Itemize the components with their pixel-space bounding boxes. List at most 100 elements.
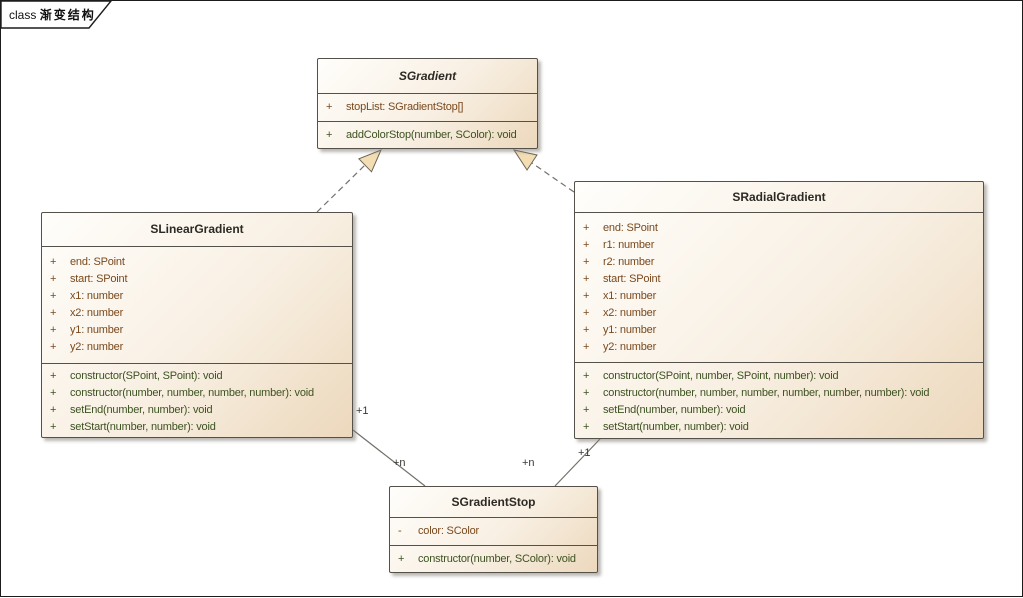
class-sradialgradient[interactable]: SRadialGradient + end: SPoint + r1: number… — [574, 181, 984, 439]
visibility-marker: + — [583, 290, 590, 302]
attributes-compartment: - color: SColor — [390, 518, 597, 546]
attribute-row: + x2: number — [575, 305, 983, 322]
attribute-row: + y2: number — [42, 339, 352, 356]
attribute-row: + y2: number — [575, 339, 983, 356]
operation-row: + setStart(number, number): void — [42, 419, 352, 436]
attribute-row: + y1: number — [42, 322, 352, 339]
class-title: SGradientStop — [390, 487, 597, 518]
visibility-marker: + — [50, 387, 57, 399]
attribute-text: x2: number — [70, 307, 124, 319]
visibility-marker: + — [583, 341, 590, 353]
visibility-marker: + — [326, 101, 333, 113]
attribute-text: start: SPoint — [70, 273, 128, 285]
class-title: SGradient — [318, 59, 537, 94]
visibility-marker: + — [583, 387, 590, 399]
diagram-tab: class 渐变结构 — [1, 1, 131, 29]
visibility-marker: + — [50, 404, 57, 416]
visibility-marker: + — [50, 290, 57, 302]
operation-text: constructor(number, number, number, numb… — [70, 387, 314, 399]
visibility-marker: + — [50, 256, 57, 268]
realization-radial-arrowhead-icon — [512, 149, 538, 171]
operation-text: setEnd(number, number): void — [70, 404, 213, 416]
realization-linear-to-gradient-line[interactable] — [316, 164, 366, 213]
attribute-row: + x1: number — [42, 288, 352, 305]
attribute-row: + start: SPoint — [42, 271, 352, 288]
class-sgradientstop[interactable]: SGradientStop - color: SColor + constructo… — [389, 486, 598, 573]
operation-text: setStart(number, number): void — [70, 421, 216, 433]
attribute-row: + r1: number — [575, 237, 983, 254]
visibility-marker: + — [398, 553, 405, 565]
diagram-name: 渐变结构 — [39, 8, 96, 22]
operation-row: + constructor(number, SColor): void — [390, 551, 597, 568]
attribute-row: + x1: number — [575, 288, 983, 305]
operation-text: setEnd(number, number): void — [603, 404, 746, 416]
attribute-row: + start: SPoint — [575, 271, 983, 288]
diagram-title: class 渐变结构 — [9, 6, 96, 23]
attributes-compartment: + end: SPoint + r1: number + r2: number + st… — [575, 213, 983, 363]
operation-text: constructor(number, SColor): void — [418, 553, 576, 565]
operations-compartment: +constructor(SPoint, SPoint): void +cons… — [42, 364, 352, 439]
attribute-text: y1: number — [603, 324, 657, 336]
attribute-row: + end: SPoint — [575, 220, 983, 237]
visibility-marker: + — [50, 307, 57, 319]
class-title: SLinearGradient — [42, 213, 352, 247]
visibility-marker: + — [583, 256, 590, 268]
operation-row: + constructor(number, number, number, num… — [575, 385, 983, 402]
attribute-text: end: SPoint — [70, 256, 125, 268]
visibility-marker: + — [50, 341, 57, 353]
operation-row: +setStart(number, number): void — [575, 419, 983, 436]
attribute-text: x2: number — [603, 307, 657, 319]
attributes-compartment: +end: SPoint +start: SPoint +x1: number … — [42, 247, 352, 364]
attribute-row: + x2: number — [42, 305, 352, 322]
operation-row: + setEnd(number, number): void — [575, 402, 983, 419]
attributes-compartment: + stopList: SGradientStop[] — [318, 94, 537, 122]
multiplicity-label-linear-source: +1 — [356, 405, 369, 417]
attribute-text: y1: number — [70, 324, 124, 336]
realization-linear-arrowhead-icon — [358, 149, 382, 173]
attribute-text: stopList: SGradientStop[] — [346, 101, 464, 113]
attribute-text: color: SColor — [418, 525, 479, 537]
attribute-text: x1: number — [603, 290, 657, 302]
class-slineargradient[interactable]: SLinearGradient + end: SPoint + start: SPo… — [41, 212, 353, 438]
visibility-marker: + — [50, 273, 57, 285]
operation-text: constructor(number, number, number, numb… — [603, 387, 930, 399]
visibility-marker: + — [583, 421, 590, 433]
attribute-text: x1: number — [70, 290, 124, 302]
multiplicity-label-radial-target: +n — [522, 457, 535, 469]
visibility-marker: + — [583, 239, 590, 251]
attribute-text: y2: number — [70, 341, 124, 353]
class-title: SRadialGradient — [575, 182, 983, 213]
visibility-marker: + — [583, 404, 590, 416]
multiplicity-label-radial-source: +1 — [578, 447, 591, 459]
operation-row: +constructor(SPoint, number, SPoint, num… — [575, 368, 983, 385]
attribute-text: r2: number — [603, 256, 655, 268]
visibility-marker: + — [583, 273, 590, 285]
association-linear-to-stop-line[interactable] — [352, 429, 426, 487]
visibility-marker: - — [398, 525, 402, 537]
operation-row: + setEnd(number, number): void — [42, 402, 352, 419]
operation-row: +addColorStop(number, SColor): void — [318, 127, 537, 144]
visibility-marker: + — [50, 370, 57, 382]
attribute-row: +y1: number — [575, 322, 983, 339]
visibility-marker: + — [50, 324, 57, 336]
attribute-text: y2: number — [603, 341, 657, 353]
attribute-text: start: SPoint — [603, 273, 661, 285]
attribute-row: + r2: number — [575, 254, 983, 271]
attribute-text: r1: number — [603, 239, 655, 251]
diagram-keyword: class — [9, 8, 37, 22]
operation-row: + constructor(number, number, number, num… — [42, 385, 352, 402]
class-sgradient[interactable]: SGradient + stopList: SGradientStop[] +ad… — [317, 58, 538, 149]
operation-text: addColorStop(number, SColor): void — [346, 129, 517, 141]
visibility-marker: + — [583, 222, 590, 234]
attribute-row: + end: SPoint — [42, 254, 352, 271]
visibility-marker: + — [50, 421, 57, 433]
operations-compartment: + constructor(number, SColor): void — [390, 546, 597, 574]
visibility-marker: + — [583, 307, 590, 319]
operations-compartment: +addColorStop(number, SColor): void — [318, 122, 537, 150]
attribute-row: - color: SColor — [390, 523, 597, 540]
multiplicity-label-linear-target: +n — [393, 457, 406, 469]
realization-radial-to-gradient-line[interactable] — [531, 162, 575, 193]
operations-compartment: +constructor(SPoint, number, SPoint, num… — [575, 363, 983, 440]
attribute-text: end: SPoint — [603, 222, 658, 234]
